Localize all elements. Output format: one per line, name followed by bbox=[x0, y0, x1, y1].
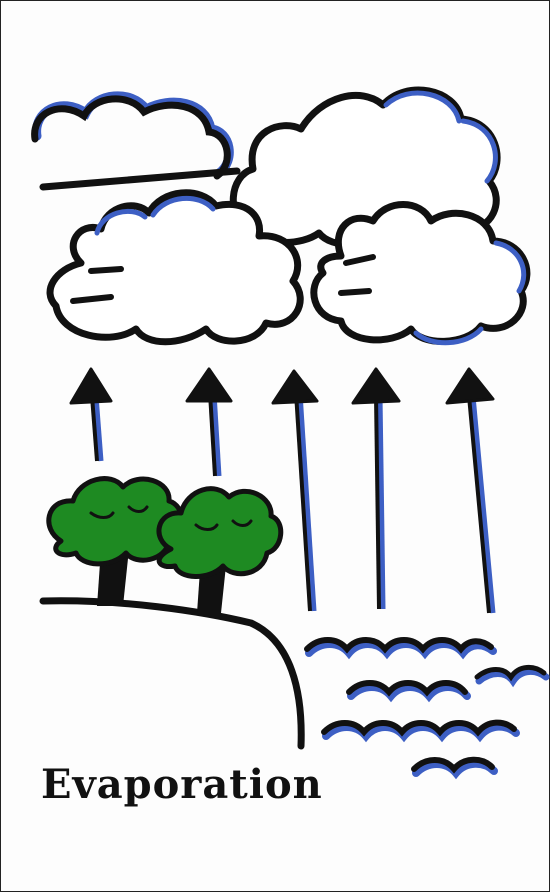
arrow-1 bbox=[71, 369, 111, 461]
hillside bbox=[43, 601, 301, 746]
arrow-4 bbox=[353, 369, 399, 609]
water-waves bbox=[307, 640, 546, 773]
cloud-middle-right bbox=[314, 205, 527, 343]
arrow-2 bbox=[187, 369, 231, 476]
arrow-5 bbox=[447, 369, 493, 613]
caption-title: Evaporation bbox=[41, 761, 323, 808]
arrow-3 bbox=[273, 371, 317, 611]
cloud-top-left bbox=[35, 96, 237, 187]
